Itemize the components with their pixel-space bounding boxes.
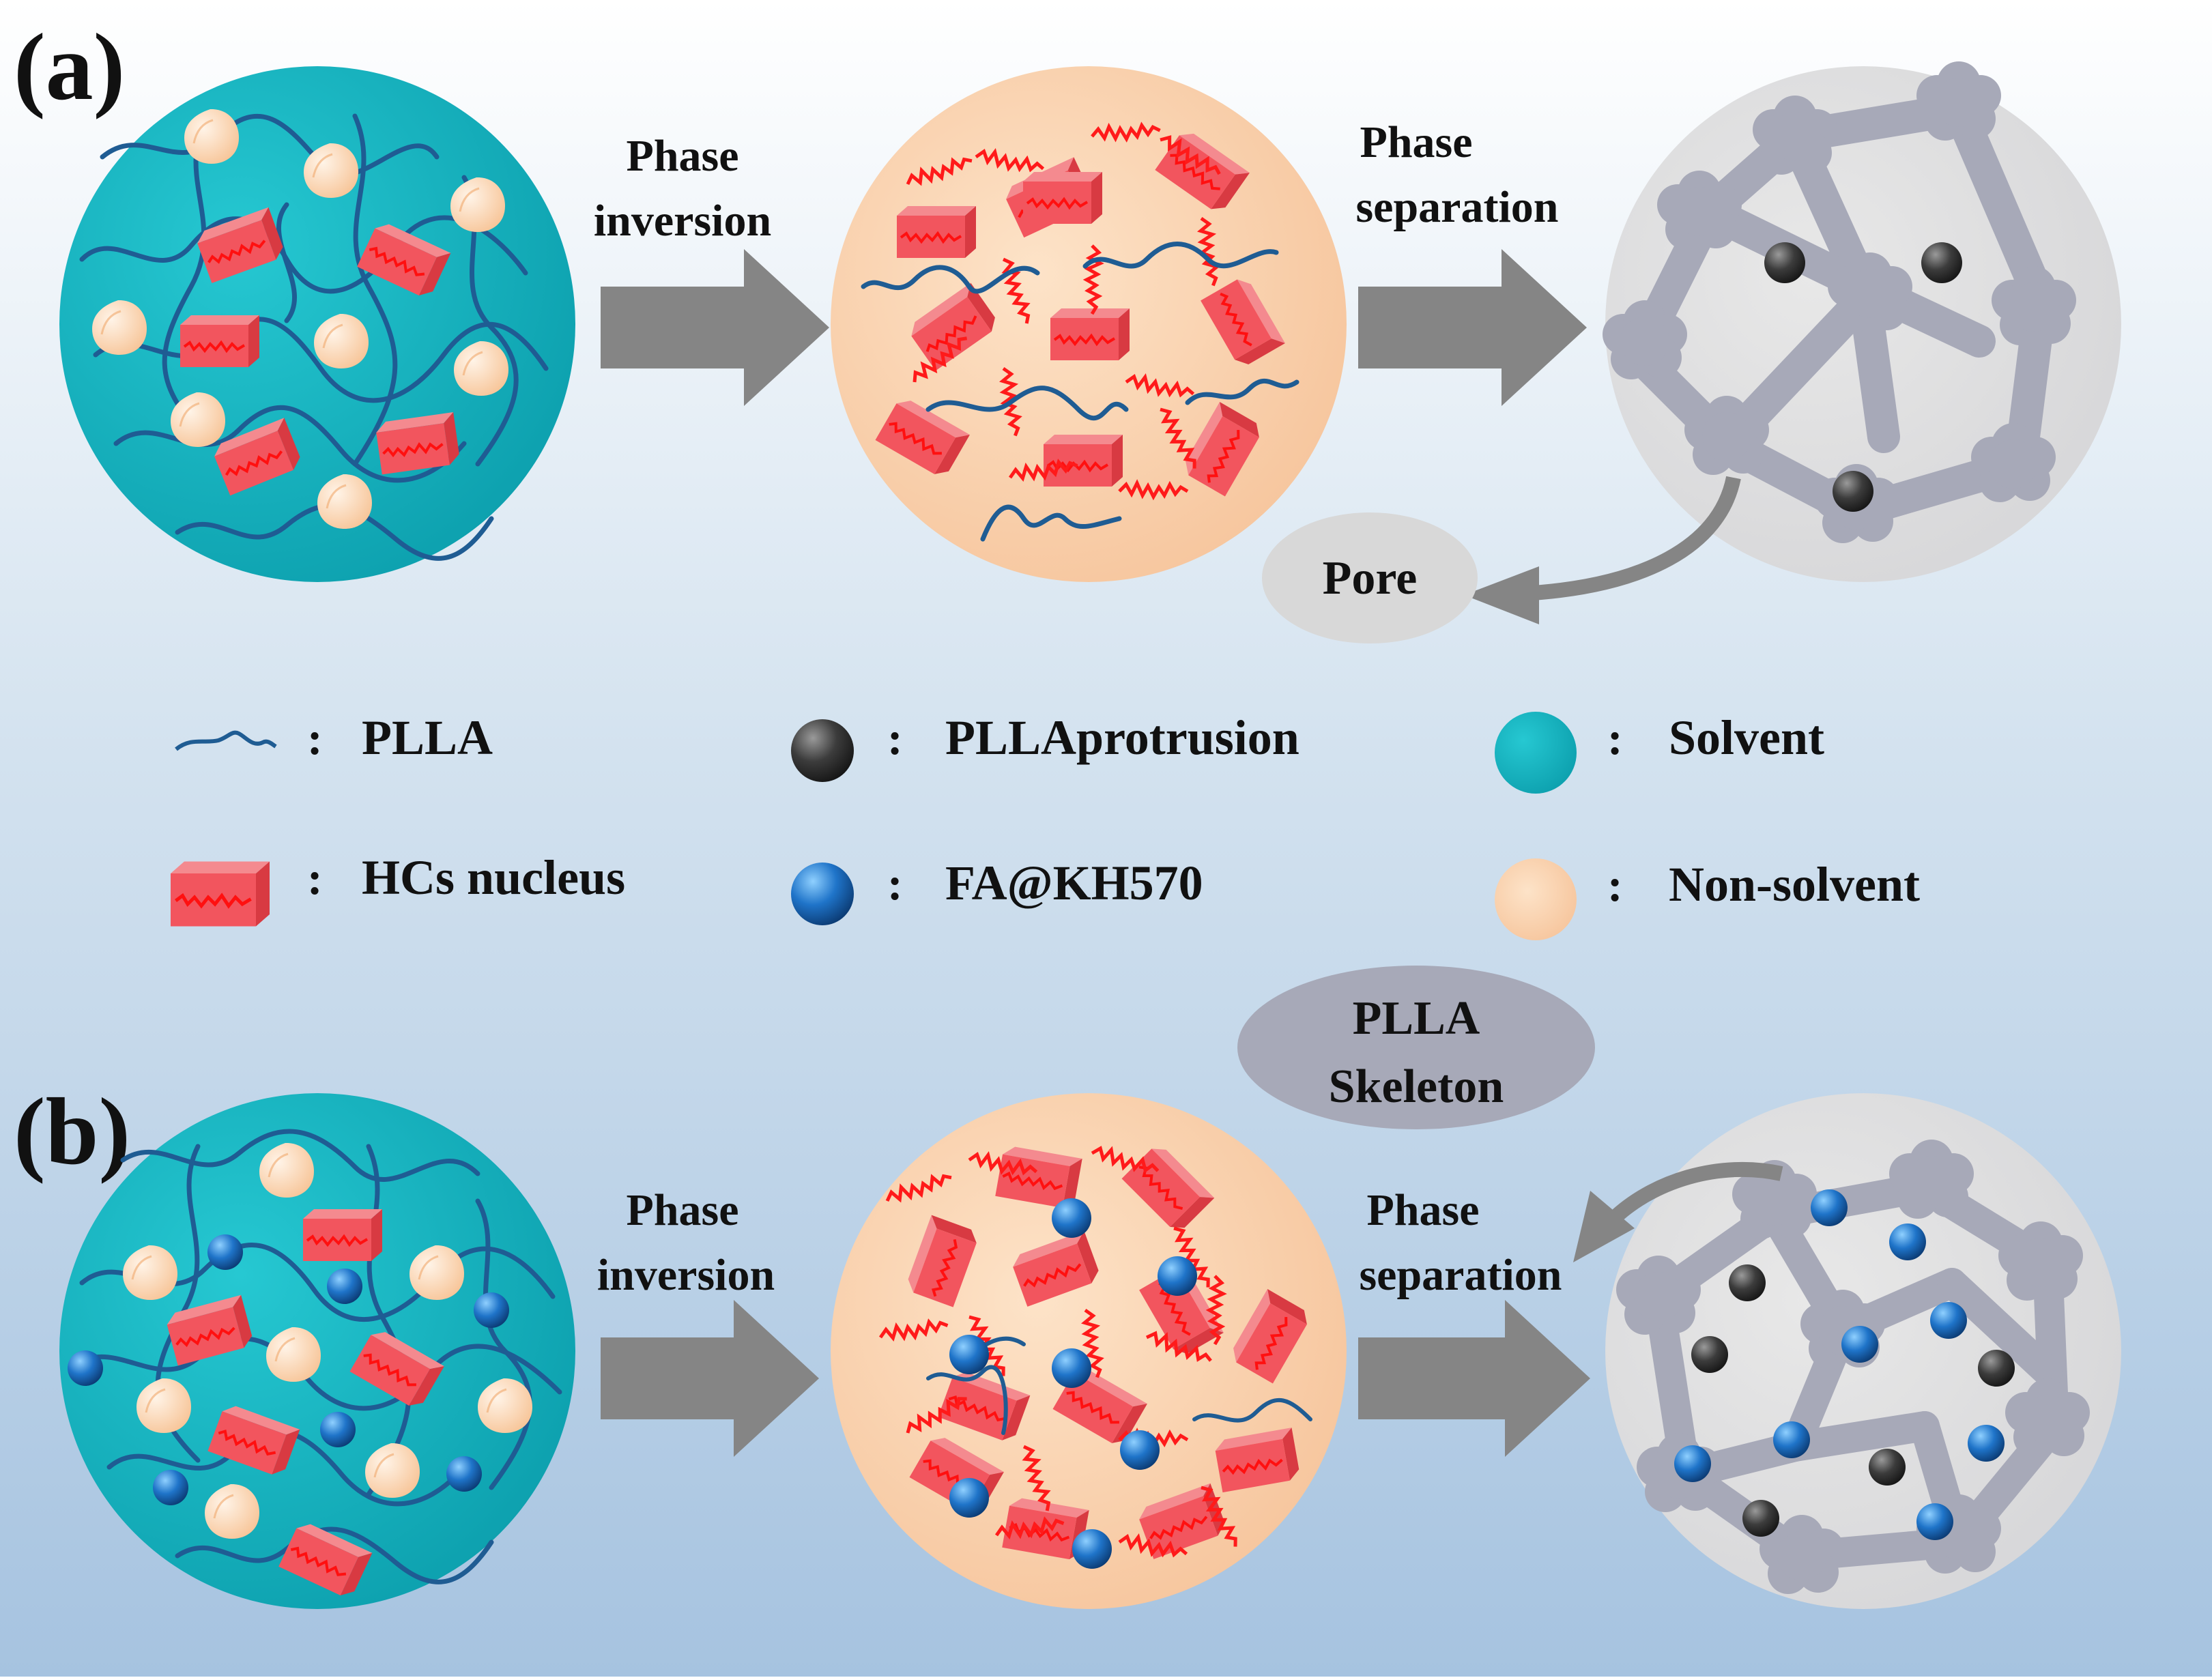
pore-callout-bubble — [1262, 512, 1478, 643]
non-solvent-swatch — [1495, 858, 1577, 940]
arrow-phase-separation-b — [1358, 1300, 1590, 1457]
panel-b: (b) — [14, 966, 2121, 1609]
pore-callout-arrow — [1521, 476, 1741, 601]
legend-pla-label: PLLA — [362, 710, 493, 765]
legend-item-fa: : FA@KH570 — [791, 856, 1203, 925]
pla-protrusion — [1764, 242, 1805, 283]
arrow-phase-inversion-a — [601, 249, 829, 406]
panel-a-skeleton-circle — [1603, 61, 2121, 582]
pla-protrusion — [1833, 471, 1873, 512]
step2-line1-a: Phase — [1360, 117, 1473, 167]
step2-line2-a: separation — [1356, 182, 1559, 232]
legend: : PLLA : HCs nucleus : PLLAprotrusion : … — [171, 710, 1920, 940]
skeleton-callout-bubble — [1237, 966, 1595, 1129]
legend-item-nonsolvent: : Non-solvent — [1495, 857, 1920, 940]
legend-fa-label: FA@KH570 — [945, 856, 1203, 910]
legend-sep: : — [887, 712, 903, 764]
skeleton-callout-arrowhead — [1573, 1191, 1635, 1262]
skeleton-label-line1: PLLA — [1353, 992, 1480, 1045]
step1-line1-b: Phase — [627, 1185, 739, 1235]
panel-a-label: (a) — [14, 14, 125, 120]
step1-line2-a: inversion — [594, 196, 771, 246]
panel-a: (a) — [14, 14, 2121, 643]
panel-a-nonsolvent-circle — [831, 66, 1347, 582]
legend-sep: : — [887, 858, 903, 910]
pla-protrusion — [1921, 242, 1962, 283]
step1-line1-a: Phase — [627, 131, 739, 181]
panel-a-solvent-circle — [59, 66, 575, 582]
legend-sep: : — [307, 852, 323, 904]
legend-sep: : — [307, 712, 323, 764]
legend-solvent-label: Solvent — [1669, 710, 1824, 765]
pla-chains — [79, 113, 549, 561]
panel-b-label: (b) — [14, 1079, 130, 1185]
pore-callout-arrowhead — [1464, 566, 1539, 624]
legend-sep: : — [1607, 712, 1623, 764]
legend-protrusion-label: PLLAprotrusion — [945, 710, 1299, 765]
legend-item-solvent: : Solvent — [1495, 710, 1824, 794]
step2-line1-b: Phase — [1367, 1185, 1480, 1235]
step2-line2-b: separation — [1360, 1250, 1562, 1300]
panel-b-nonsolvent-circle — [831, 1093, 1347, 1609]
pla-chains-a2 — [861, 242, 1299, 542]
legend-hcs-label: HCs nucleus — [362, 850, 625, 905]
pore-label: Pore — [1323, 552, 1418, 605]
pla-chain-swatch — [175, 730, 277, 751]
legend-nonsolvent-label: Non-solvent — [1669, 857, 1920, 912]
legend-item-protrusion: : PLLAprotrusion — [791, 710, 1299, 782]
step1-line2-b: inversion — [597, 1250, 775, 1300]
legend-item-pla: : PLLA — [175, 710, 493, 765]
legend-item-hcs: : HCs nucleus — [171, 850, 625, 927]
skeleton-callout-arrow — [1605, 1161, 1783, 1227]
arrow-phase-separation-a — [1358, 249, 1587, 406]
protrusion-swatch — [791, 719, 854, 782]
arrow-phase-inversion-b — [601, 1300, 819, 1457]
skeleton-label-line2: Skeleton — [1329, 1060, 1504, 1113]
fa-kh570-swatch — [791, 863, 854, 925]
legend-sep: : — [1607, 859, 1623, 911]
panel-b-solvent-circle — [59, 1093, 575, 1609]
solvent-swatch — [1495, 712, 1577, 794]
panel-b-skeleton-circle — [1605, 1093, 2121, 1609]
